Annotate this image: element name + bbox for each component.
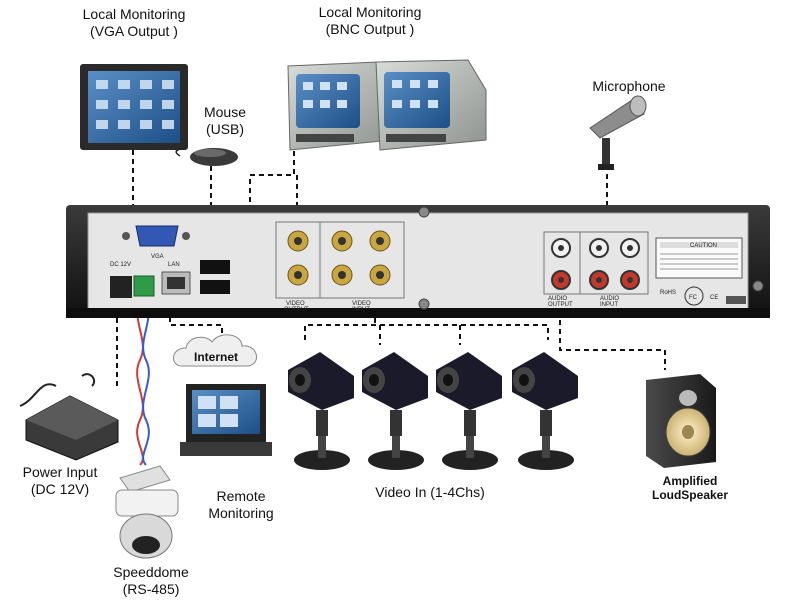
- camera-3: [436, 352, 502, 470]
- audio-in-red-1: [589, 270, 609, 290]
- vga-port: [122, 225, 190, 247]
- bnc-in-2: [369, 230, 391, 252]
- power-label-line2: (DC 12V): [30, 481, 90, 497]
- audio-out-white: [551, 238, 571, 258]
- audio-out-red: [551, 270, 571, 290]
- speeddome-icon: [115, 465, 179, 559]
- fc-text: FC: [689, 295, 698, 301]
- audio-input-label-2: INPUT: [600, 302, 618, 308]
- bnc-out-2: [287, 264, 309, 286]
- remote-laptop: [180, 384, 272, 456]
- dc-port: [110, 276, 132, 298]
- rca-connectors: [551, 238, 640, 290]
- cameras: [288, 352, 578, 470]
- speeddome-label-line2: (RS-485): [122, 581, 180, 597]
- usb-port-1: [200, 260, 230, 274]
- mouse-icon: [175, 147, 238, 166]
- dc-label: DC 12V: [110, 262, 131, 268]
- ce-text: CE: [710, 295, 718, 301]
- microphone-label: Microphone: [576, 78, 682, 95]
- vga-port-label: VGA: [151, 254, 164, 260]
- audio-in-red-2: [620, 270, 640, 290]
- bnc-connectors: [287, 230, 391, 286]
- usb-port-2: [200, 280, 230, 294]
- bnc-in-3: [331, 264, 353, 286]
- camera-1: [288, 352, 354, 470]
- bnc-monitor-label-line1: Local Monitoring: [318, 4, 422, 20]
- video-in-label: Video In (1-4Chs): [350, 484, 510, 501]
- camera-bus: [304, 324, 549, 340]
- speeddome-label: Speeddome (RS-485): [106, 564, 196, 598]
- microphone-label-text: Microphone: [592, 78, 666, 94]
- rs485-cable: [136, 295, 150, 466]
- crt-monitor-1: [287, 61, 393, 151]
- video-output-label-1: VIDEO: [286, 301, 305, 307]
- speaker-label: Amplified LoudSpeaker: [640, 474, 740, 502]
- power-label: Power Input (DC 12V): [10, 464, 110, 498]
- audio-input-label-1: AUDIO: [600, 296, 619, 302]
- lan-port-label: LAN: [168, 262, 180, 268]
- bnc-in-4: [369, 264, 391, 286]
- internet-cloud: [173, 334, 257, 367]
- video-output-label-2: OUTPUT: [284, 307, 309, 313]
- speaker-label-line1: Amplified: [662, 474, 718, 488]
- video-input-label-2: INPUT: [352, 307, 370, 313]
- mouse-label-line2: (USB): [205, 121, 245, 137]
- vga-monitor-label-line1: Local Monitoring: [82, 6, 186, 22]
- power-adapter-icon: [19, 373, 119, 461]
- vga-monitor-label: Local Monitoring (VGA Output ): [66, 6, 202, 40]
- video-in-label-text: Video In (1-4Chs): [375, 484, 485, 500]
- rs485-terminal: [133, 275, 155, 297]
- vga-monitor: [80, 64, 188, 150]
- audio-in-white-1: [589, 238, 609, 258]
- remote-label: Remote Monitoring: [196, 488, 286, 522]
- bnc-monitor-label: Local Monitoring (BNC Output ): [302, 4, 438, 38]
- internet-label: Internet: [186, 350, 246, 364]
- bnc-monitors: [287, 59, 487, 151]
- audio-in-white-2: [620, 238, 640, 258]
- audio-output-label-2: OUTPUT: [548, 302, 573, 308]
- caution-text: CAUTION: [690, 243, 717, 249]
- speaker-label-line2: LoudSpeaker: [651, 488, 729, 502]
- panel-text: DC 12V VGA LAN VIDEO OUTPUT VIDEO INPUT …: [110, 243, 718, 313]
- mouse-label: Mouse (USB): [190, 104, 260, 138]
- mouse-label-line1: Mouse: [203, 104, 247, 120]
- bnc-monitor-label-line2: (BNC Output ): [325, 21, 415, 37]
- microphone-icon: [589, 95, 647, 170]
- internet-label-text: Internet: [193, 350, 238, 364]
- bnc-in-1: [331, 230, 353, 252]
- speeddome-label-line1: Speeddome: [113, 564, 189, 580]
- remote-label-line1: Remote: [216, 488, 266, 504]
- camera-4: [512, 352, 578, 470]
- video-input-label-1: VIDEO: [352, 301, 371, 307]
- rohs-text: RoHS: [660, 290, 676, 296]
- caution-label: [655, 237, 743, 279]
- dvr-unit: [66, 205, 770, 318]
- crt-monitor-2: [375, 59, 487, 151]
- vga-monitor-label-line2: (VGA Output ): [90, 23, 178, 39]
- power-label-line1: Power Input: [22, 464, 98, 480]
- bnc-out-1: [287, 230, 309, 252]
- remote-label-line2: Monitoring: [208, 505, 274, 521]
- loudspeaker-icon: [646, 374, 716, 468]
- camera-2: [362, 352, 428, 470]
- audio-output-label-1: AUDIO: [548, 296, 567, 302]
- fc-mark: [684, 286, 704, 306]
- vent: [726, 296, 746, 304]
